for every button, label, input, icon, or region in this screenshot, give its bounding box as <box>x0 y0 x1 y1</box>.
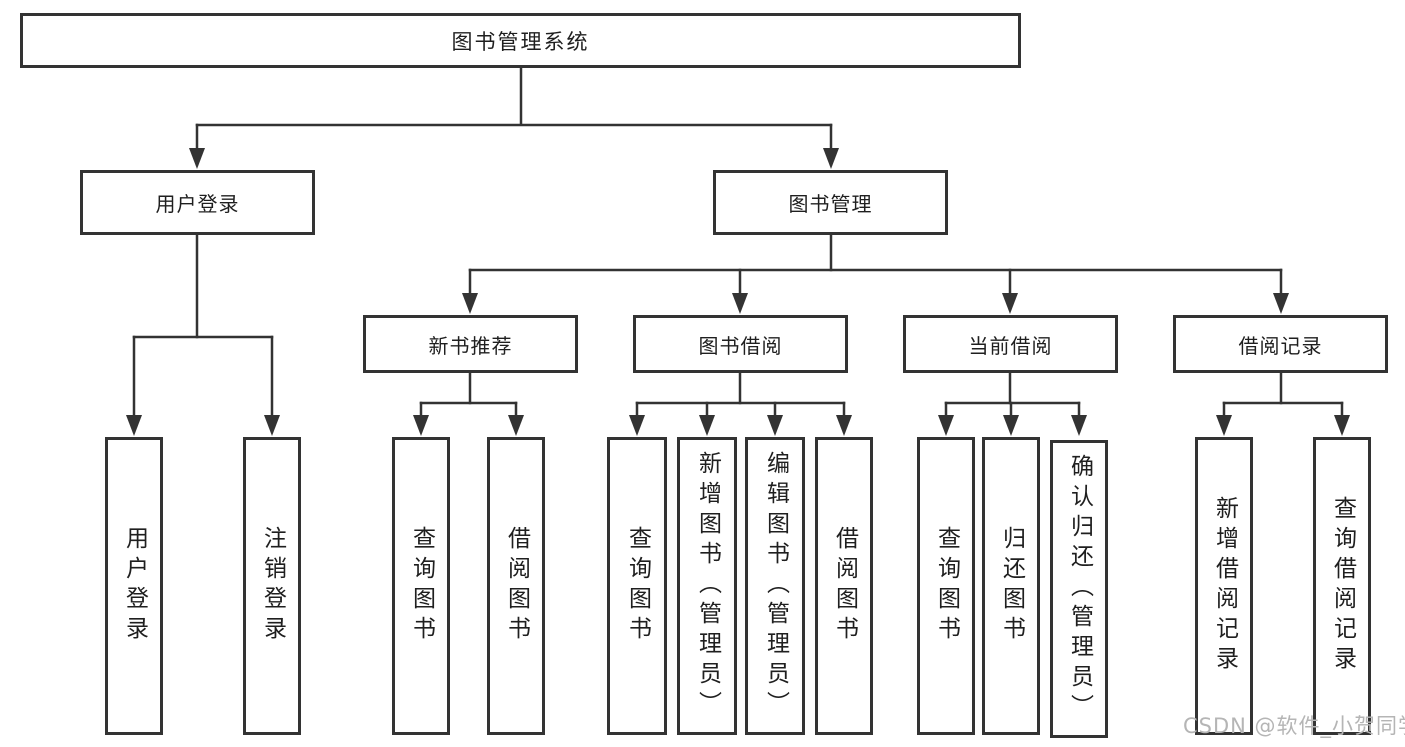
leaf-query-book-borrow: 查询图书 <box>607 437 667 735</box>
leaf-edit-book-admin-label: 编辑图书（管理员） <box>762 451 789 721</box>
leaf-query-book-borrow-label: 查询图书 <box>624 526 651 646</box>
node-book-management: 图书管理 <box>713 170 948 235</box>
leaf-borrow-book: 借阅图书 <box>815 437 873 735</box>
leaf-logout: 注销登录 <box>243 437 301 735</box>
node-user-login: 用户登录 <box>80 170 315 235</box>
node-book-borrow: 图书借阅 <box>633 315 848 373</box>
leaf-query-book-current: 查询图书 <box>917 437 975 735</box>
leaf-user-login: 用户登录 <box>105 437 163 735</box>
leaf-query-borrow-record-label: 查询借阅记录 <box>1329 496 1356 676</box>
node-borrow-records-label: 借阅记录 <box>1238 333 1323 358</box>
node-new-book-recommend-label: 新书推荐 <box>428 333 513 358</box>
node-root-system: 图书管理系统 <box>20 13 1021 68</box>
leaf-confirm-return-admin-label: 确认归还（管理员） <box>1066 454 1093 724</box>
leaf-user-login-label: 用户登录 <box>121 526 148 646</box>
csdn-watermark: CSDN @软件_小贺同学 <box>1183 714 1405 738</box>
leaf-borrow-book-recommend: 借阅图书 <box>487 437 545 735</box>
leaf-query-book-recommend-label: 查询图书 <box>408 526 435 646</box>
leaf-borrow-book-label: 借阅图书 <box>831 526 858 646</box>
leaf-add-book-admin-label: 新增图书（管理员） <box>694 451 721 721</box>
node-book-borrow-label: 图书借阅 <box>698 333 783 358</box>
arrowheads <box>126 148 1350 436</box>
leaf-logout-label: 注销登录 <box>259 526 286 646</box>
node-root-label: 图书管理系统 <box>451 29 590 54</box>
node-book-management-label: 图书管理 <box>788 192 873 216</box>
node-borrow-records: 借阅记录 <box>1173 315 1388 373</box>
node-current-borrow-label: 当前借阅 <box>968 333 1053 358</box>
leaf-query-borrow-record: 查询借阅记录 <box>1313 437 1371 735</box>
leaf-return-book-label: 归还图书 <box>998 526 1025 646</box>
node-new-book-recommend: 新书推荐 <box>363 315 578 373</box>
leaf-add-borrow-record: 新增借阅记录 <box>1195 437 1253 735</box>
leaf-borrow-book-recommend-label: 借阅图书 <box>503 526 530 646</box>
leaf-add-book-admin: 新增图书（管理员） <box>677 437 737 735</box>
node-user-login-label: 用户登录 <box>155 192 240 216</box>
leaf-query-book-current-label: 查询图书 <box>933 526 960 646</box>
leaf-edit-book-admin: 编辑图书（管理员） <box>745 437 805 735</box>
leaf-query-book-recommend: 查询图书 <box>392 437 450 735</box>
leaf-add-borrow-record-label: 新增借阅记录 <box>1211 496 1238 676</box>
leaf-return-book: 归还图书 <box>982 437 1040 735</box>
leaf-confirm-return-admin: 确认归还（管理员） <box>1050 440 1108 738</box>
node-current-borrow: 当前借阅 <box>903 315 1118 373</box>
